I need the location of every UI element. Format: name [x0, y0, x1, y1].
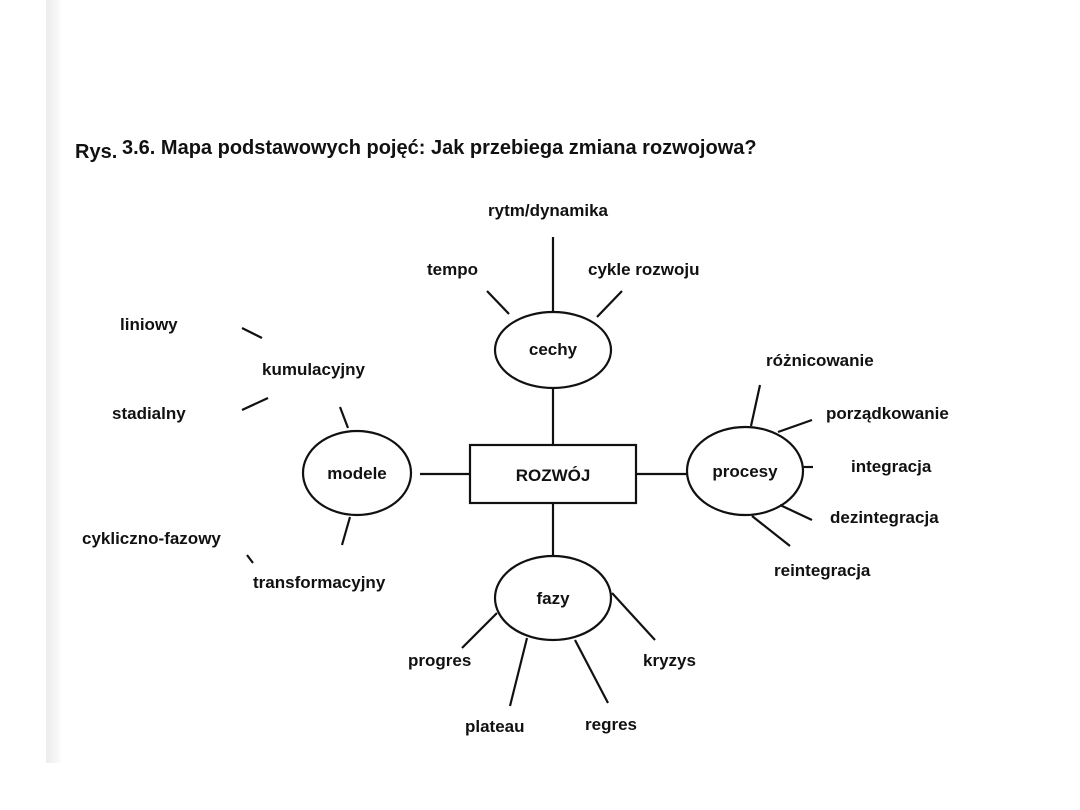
node-cechy-label: cechy: [529, 340, 578, 359]
leaf-label: cykle rozwoju: [588, 260, 699, 279]
node-fazy-label: fazy: [536, 589, 570, 608]
leaf-label: stadialny: [112, 404, 186, 423]
connector-lines: [241, 237, 813, 707]
leaf-label: regres: [585, 715, 637, 734]
node-fazy: [493, 554, 613, 642]
leaf-label: plateau: [465, 717, 525, 736]
leaf-label: porządkowanie: [826, 404, 949, 423]
leaf-label: różnicowanie: [766, 351, 874, 370]
leaf-label: rytm/dynamika: [488, 201, 609, 220]
figure-label: Rys.: [75, 141, 117, 163]
leaf-label: reintegracja: [774, 561, 871, 580]
leaf-label: kryzys: [643, 651, 696, 670]
node-modele-label: modele: [327, 464, 387, 483]
figure-title: 3.6. Mapa podstawowych pojęć: Jak przebi…: [122, 137, 757, 159]
node-cechy: [493, 310, 613, 390]
leaf-label: progres: [408, 651, 471, 670]
scan-edge-shadow: [46, 0, 62, 763]
leaf-label: liniowy: [120, 315, 178, 334]
node-modele: [301, 429, 413, 517]
leaf-label: cykliczno-fazowy: [82, 529, 221, 548]
node-procesy-label: procesy: [712, 462, 778, 481]
node-procesy: [685, 425, 805, 517]
leaf-label: dezintegracja: [830, 508, 939, 527]
leaf-label: transformacyjny: [253, 573, 386, 592]
leaf-label: integracja: [851, 457, 932, 476]
leaf-label: kumulacyjny: [262, 360, 366, 379]
center-label: ROZWÓJ: [516, 466, 591, 485]
leaf-label: tempo: [427, 260, 478, 279]
center-box: [468, 443, 638, 505]
